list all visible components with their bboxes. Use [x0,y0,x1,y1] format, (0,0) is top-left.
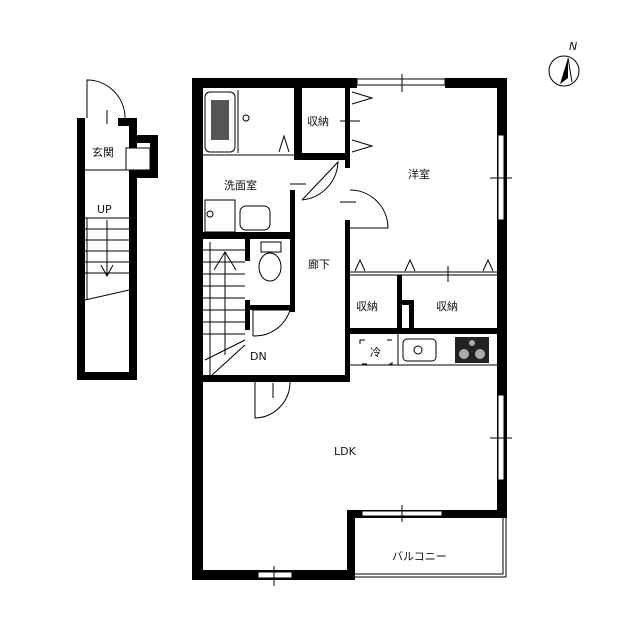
toilet [258,241,282,282]
interior-walls [192,78,500,382]
room-label-balcony: バルコニー [392,550,447,563]
room-label-washroom: 洗面室 [224,178,257,192]
label-down: DN [250,350,267,363]
room-label-ldk: LDK [334,445,357,458]
room-label-storage-left: 収納 [356,300,378,313]
room-label-entrance: 玄関 [92,145,114,159]
label-up: UP [97,203,112,216]
room-label-storage-top: 収納 [307,115,329,128]
washbasin [204,199,271,233]
label-fridge: 冷 [370,346,381,359]
north-compass-icon: N [548,40,580,87]
closet-markers [340,91,494,282]
room-label-hallway: 廊下 [308,257,330,271]
bathtub [204,90,290,153]
room-label-western-room: 洋室 [408,167,430,181]
outer-walls [192,74,512,586]
entrance-stair-block: 玄関 UP [77,79,158,380]
stairs-up [84,217,130,301]
compass-label: N [569,40,577,53]
stairs-down [203,242,246,376]
room-label-storage-right: 収納 [436,300,458,313]
doors [252,160,389,419]
kitchen [359,337,489,365]
